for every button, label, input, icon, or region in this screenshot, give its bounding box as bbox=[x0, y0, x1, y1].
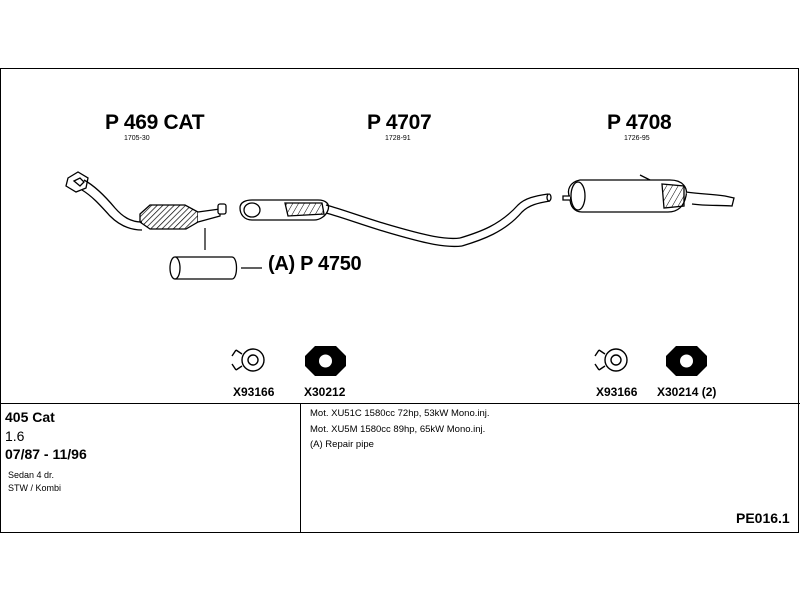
cat-sub-number: 1705-30 bbox=[124, 135, 150, 142]
cat-part-number: P 469 CAT bbox=[105, 111, 205, 134]
repair-pipe bbox=[169, 256, 238, 280]
clamp-icon bbox=[231, 348, 265, 372]
gasket-icon bbox=[305, 346, 346, 376]
table-divider bbox=[0, 403, 800, 404]
column-divider bbox=[300, 404, 301, 533]
middle-sub-number: 1728-91 bbox=[385, 135, 411, 142]
body-type-stw: STW / Kombi bbox=[8, 483, 62, 493]
gasket-icon bbox=[666, 346, 707, 376]
body-type-sedan: Sedan 4 dr. bbox=[8, 470, 55, 480]
clamp1-label: X93166 bbox=[233, 385, 275, 399]
catalytic-converter bbox=[65, 171, 227, 231]
rear-part-number: P 4708 bbox=[607, 111, 672, 134]
reference-code: PE016.1 bbox=[736, 510, 790, 526]
clamp-icon bbox=[594, 348, 628, 372]
engine-note-2: Mot. XU5M 1580cc 89hp, 65kW Mono.inj. bbox=[310, 424, 486, 435]
engine-note-1: Mot. XU51C 1580cc 72hp, 53kW Mono.inj. bbox=[310, 408, 490, 419]
rear-sub-number: 1726-95 bbox=[624, 135, 650, 142]
rear-muffler bbox=[562, 174, 735, 213]
engine-size: 1.6 bbox=[5, 428, 25, 444]
gasket1-label: X30212 bbox=[304, 385, 346, 399]
repair-pipe-note: (A) Repair pipe bbox=[310, 439, 374, 450]
gasket2-label: X30214 (2) bbox=[657, 385, 717, 399]
repair-pipe-part-number: (A) P 4750 bbox=[268, 253, 362, 275]
diagram-frame bbox=[0, 68, 799, 533]
clamp2-label: X93166 bbox=[596, 385, 638, 399]
middle-part-number: P 4707 bbox=[367, 111, 432, 134]
middle-muffler-assembly bbox=[239, 193, 552, 248]
vehicle-model: 405 Cat bbox=[5, 409, 55, 425]
production-years: 07/87 - 11/96 bbox=[5, 446, 87, 462]
